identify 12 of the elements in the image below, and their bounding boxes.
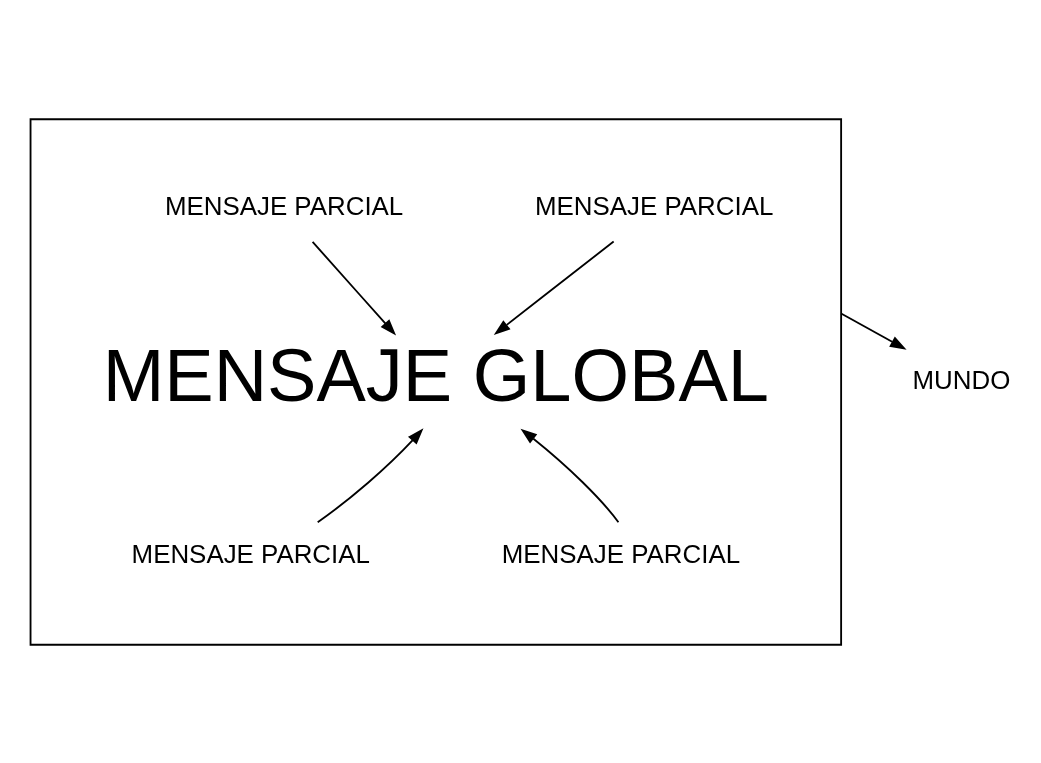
cluster: [29, 117, 843, 646]
arrow: [316, 427, 424, 523]
node-text: MENSAJE PARCIAL: [164, 191, 404, 220]
node-text: MENSAJE PARCIAL: [131, 539, 370, 568]
arrow: [311, 240, 397, 336]
arrow: [840, 312, 907, 350]
arrow: [520, 428, 620, 523]
arrow: [493, 240, 615, 335]
node-text: MUNDO: [912, 365, 1011, 394]
node-text: MENSAJE PARCIAL: [501, 539, 741, 568]
node-text: MENSAJE PARCIAL: [535, 191, 774, 220]
node-text: MENSAJE GLOBAL: [102, 333, 770, 417]
